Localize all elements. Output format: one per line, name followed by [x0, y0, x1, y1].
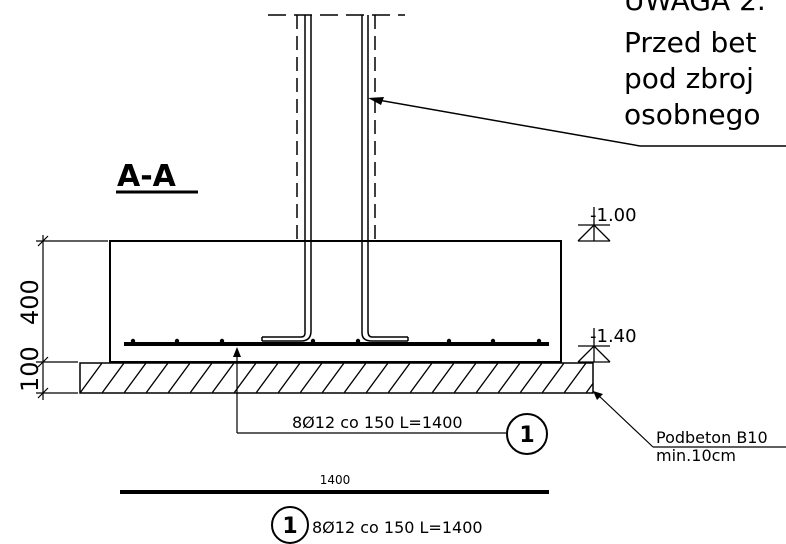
subbase-leader: [593, 391, 786, 448]
subbase-layer: [79, 362, 594, 394]
bar-length-label: 1400: [320, 473, 351, 487]
subbase-thickness: min.10cm: [656, 446, 736, 465]
level-top-label: -1.00: [590, 205, 637, 226]
starter-bar-right: [361, 15, 409, 342]
note-line-2: Przed bet: [624, 26, 757, 59]
note-line-4: osobnego: [624, 98, 761, 131]
dimension-vertical: [36, 235, 108, 400]
schedule-marker-number: 1: [282, 514, 297, 539]
bottom-reinforcement: [124, 338, 549, 346]
schedule-marker-circle: [271, 506, 309, 544]
section-title: A-A: [116, 159, 198, 194]
note-line-1: UWAGA 2.: [624, 0, 766, 17]
footing-outline: [109, 240, 562, 363]
starter-bar-left: [261, 15, 312, 342]
note-line-3: pod zbroj: [624, 62, 754, 95]
schedule-spec-label: 8Ø12 co 150 L=1400: [312, 518, 483, 537]
dim-100-label: 100: [16, 346, 44, 392]
dim-400-label: 400: [16, 279, 44, 325]
note-leader: [368, 97, 786, 147]
rebar-spec-label: 8Ø12 co 150 L=1400: [292, 413, 463, 432]
level-bottom-label: -1.40: [590, 326, 637, 347]
rebar-marker-number: 1: [519, 423, 534, 448]
level-marker-bottom: [577, 328, 611, 363]
rebar-callout-leader: [233, 347, 506, 434]
level-marker-top: [577, 207, 611, 242]
section-title-text: A-A: [117, 159, 177, 194]
column-outline: [268, 14, 405, 240]
note-block: UWAGA 2. Przed bet pod zbroj osobnego: [624, 0, 766, 131]
subbase-label: Podbeton B10: [656, 428, 768, 447]
rebar-marker-circle: [506, 413, 548, 455]
